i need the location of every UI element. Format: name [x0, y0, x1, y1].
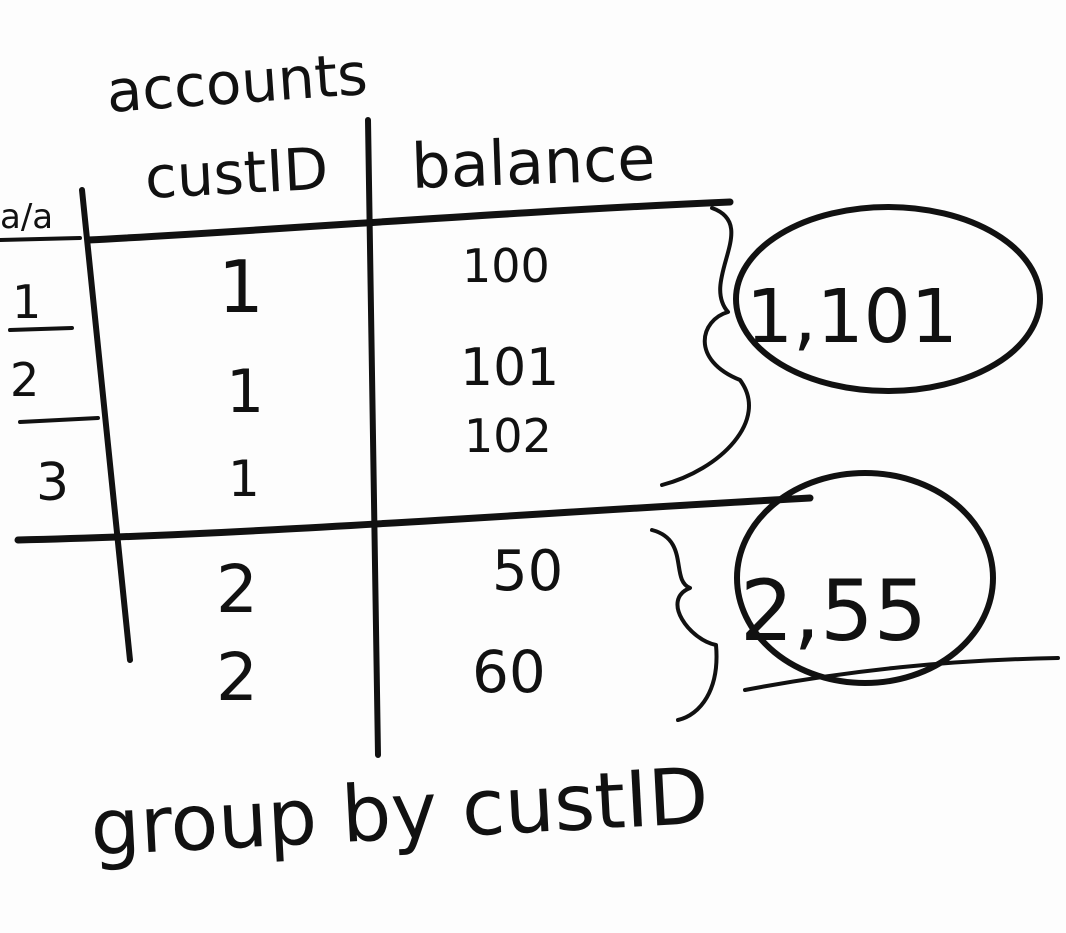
row-id-3: 3: [36, 453, 69, 513]
group-2-result: 2,55: [740, 562, 927, 660]
group-separator-line: [14, 494, 814, 544]
group-1-result: 1,101: [746, 274, 958, 360]
header-underline: [84, 198, 734, 244]
row-id-1: 1: [12, 275, 41, 329]
group-2-result-circle: [734, 470, 996, 686]
row-id-divider: [18, 416, 100, 424]
cust-id-cell: 2: [216, 639, 258, 716]
group-2-underline: [743, 656, 1060, 692]
balance-cell: 60: [472, 638, 546, 706]
group-1-result-circle: [733, 204, 1043, 394]
cust-id-cell: 2: [216, 551, 258, 628]
balance-cell: 50: [492, 539, 563, 604]
group-2-brace: [650, 528, 719, 722]
balance-header: balance: [410, 122, 657, 203]
row-id-column-line: [79, 187, 133, 663]
balance-cell: 101: [460, 338, 559, 398]
row-id-2: 2: [10, 353, 39, 407]
table-name: accounts: [104, 40, 369, 126]
cust-id-column-line: [365, 117, 381, 758]
group-1-brace: [660, 206, 751, 487]
balance-cell: 102: [464, 409, 552, 463]
caption: group by custID: [88, 752, 710, 874]
cust-id-header: custID: [143, 134, 330, 212]
balance-cell: 100: [462, 239, 550, 293]
cust-id-cell: 1: [228, 450, 260, 508]
cust-id-cell: 1: [226, 357, 264, 427]
row-id-underline: [0, 236, 82, 242]
row-id-header: a/a: [0, 197, 53, 237]
row-id-divider: [8, 326, 74, 332]
cust-id-cell: 1: [218, 245, 264, 329]
